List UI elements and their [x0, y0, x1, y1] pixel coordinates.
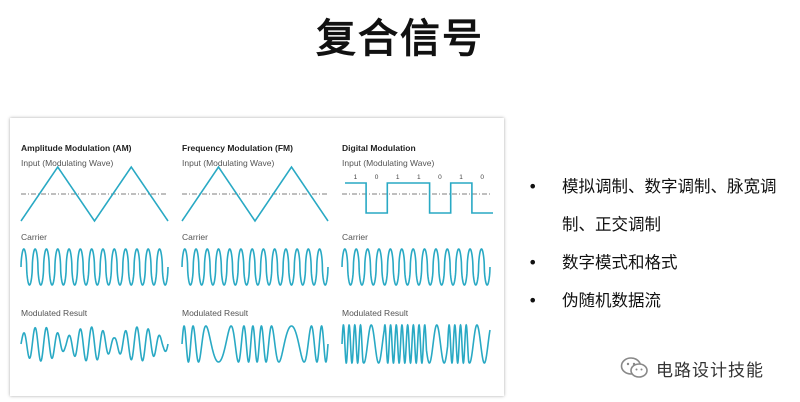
- modulation-diagram: Amplitude Modulation (AM) Input (Modulat…: [20, 143, 493, 365]
- panel-fm-result-wave: [181, 325, 329, 363]
- panel-digital-result-wave: [341, 323, 491, 365]
- watermark-text: 电路设计技能: [656, 360, 764, 381]
- bullet-item: 模拟调制、数字调制、脉宽调制、正交调制: [528, 168, 798, 244]
- panel-digital-heading: Digital Modulation: [342, 143, 416, 153]
- panel-am-result-wave: [20, 326, 169, 362]
- bit-label: 0: [480, 174, 484, 181]
- bit-label: 1: [459, 174, 463, 181]
- panel-fm-carrier-wave: [181, 248, 329, 286]
- panel-am-input-wave: [20, 165, 169, 223]
- bullet-item: 伪随机数据流: [528, 282, 798, 320]
- panel-fm-heading: Frequency Modulation (FM): [182, 143, 293, 153]
- bullet-item: 数字模式和格式: [528, 244, 798, 282]
- bit-label: 0: [438, 174, 442, 181]
- panel-am: Amplitude Modulation (AM) Input (Modulat…: [20, 143, 169, 362]
- bit-label: 1: [396, 174, 400, 181]
- panel-fm-result-label: Modulated Result: [182, 308, 249, 318]
- page-title: 复合信号: [316, 16, 484, 62]
- panel-am-input-label: Input (Modulating Wave): [21, 158, 113, 168]
- panel-am-result-label: Modulated Result: [21, 308, 88, 318]
- panel-digital-carrier-label: Carrier: [342, 232, 368, 242]
- panel-digital-result-label: Modulated Result: [342, 308, 409, 318]
- bit-label: 1: [417, 174, 421, 181]
- panel-am-carrier-label: Carrier: [21, 232, 47, 242]
- panel-fm: Frequency Modulation (FM) Input (Modulat…: [181, 143, 329, 363]
- panel-fm-carrier-label: Carrier: [182, 232, 208, 242]
- panel-digital-bit-labels: 1 0 1 1 0 1 0: [354, 174, 485, 181]
- panel-digital-input-wave: [345, 182, 493, 214]
- panel-digital-carrier-wave: [341, 248, 491, 286]
- panel-am-heading: Amplitude Modulation (AM): [21, 143, 132, 153]
- panel-am-carrier-wave: [20, 248, 169, 286]
- wechat-icon: [620, 357, 648, 378]
- bit-label: 1: [354, 174, 358, 181]
- panel-digital: Digital Modulation Input (Modulating Wav…: [341, 143, 493, 365]
- panel-digital-input-label: Input (Modulating Wave): [342, 158, 434, 168]
- panel-fm-input-label: Input (Modulating Wave): [182, 158, 274, 168]
- panel-fm-input-wave: [181, 165, 329, 223]
- bit-label: 0: [375, 174, 379, 181]
- watermark: 电路设计技能: [620, 352, 790, 384]
- modulation-figure: Amplitude Modulation (AM) Input (Modulat…: [10, 118, 504, 396]
- bullet-list: 模拟调制、数字调制、脉宽调制、正交调制 数字模式和格式 伪随机数据流: [528, 168, 798, 320]
